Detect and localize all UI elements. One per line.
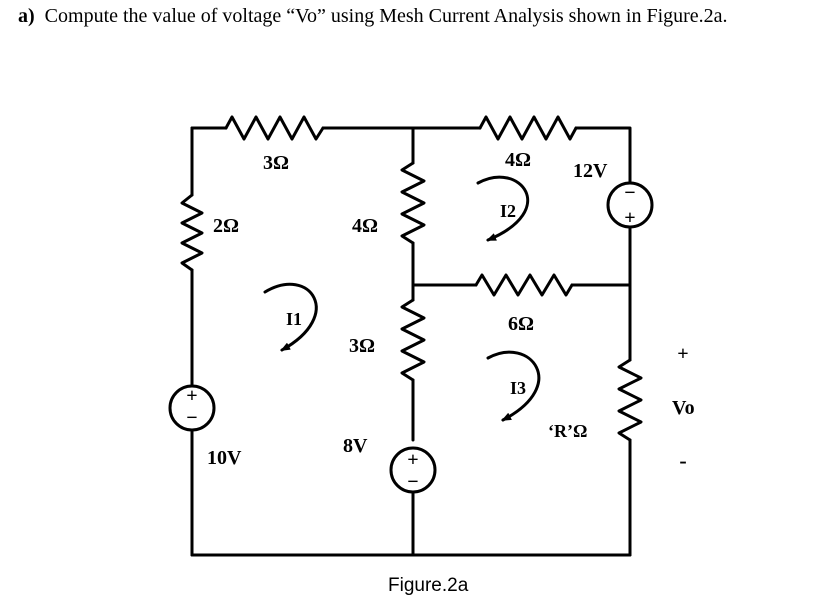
label-i1: I1 xyxy=(286,309,302,329)
label-i2: I2 xyxy=(500,201,516,221)
source-mid-minus: − xyxy=(407,471,418,493)
resistor-top-right-zigzag xyxy=(478,115,578,141)
label-r-top-left: 3Ω xyxy=(263,152,289,174)
resistor-mid-horizontal-zigzag xyxy=(474,273,574,297)
label-vo-minus: - xyxy=(679,448,686,473)
mesh-arrow-i3 xyxy=(486,350,541,422)
label-v-right: 12V xyxy=(573,160,608,182)
source-left-plus: + xyxy=(186,385,197,407)
label-v-left: 10V xyxy=(207,447,242,469)
resistor-load-zigzag xyxy=(617,358,643,442)
label-vo-plus: + xyxy=(677,343,688,365)
question: a) Compute the value of voltage “Vo” usin… xyxy=(18,5,728,28)
source-right-minus: − xyxy=(624,182,635,204)
source-right-plus: + xyxy=(624,207,635,229)
wire-top-right-b xyxy=(574,126,632,185)
label-r-top-right: 4Ω xyxy=(505,149,531,171)
label-r-mid-upper: 4Ω xyxy=(352,215,378,237)
label-vo: Vo xyxy=(672,397,695,419)
question-label: a) xyxy=(18,5,35,27)
source-mid-plus: + xyxy=(407,449,418,471)
resistor-mid-upper-zigzag xyxy=(400,161,426,245)
label-r-left: 2Ω xyxy=(213,215,239,237)
label-r-load: ‘R’Ω xyxy=(548,421,587,441)
source-left-minus: − xyxy=(186,407,197,429)
mesh-arrow-i1 xyxy=(263,282,318,352)
mesh-arrow-i2 xyxy=(476,175,530,242)
figure-caption: Figure.2a xyxy=(388,575,469,596)
resistor-top-left-zigzag xyxy=(224,115,325,141)
label-r-mid-horizontal: 6Ω xyxy=(508,313,534,335)
question-text: Compute the value of voltage “Vo” using … xyxy=(44,5,728,27)
label-r-mid-lower: 3Ω xyxy=(349,335,375,357)
resistor-left-zigzag xyxy=(180,193,204,272)
label-v-mid: 8V xyxy=(343,435,368,457)
resistor-mid-lower-zigzag xyxy=(400,298,426,382)
label-i3: I3 xyxy=(510,378,526,398)
